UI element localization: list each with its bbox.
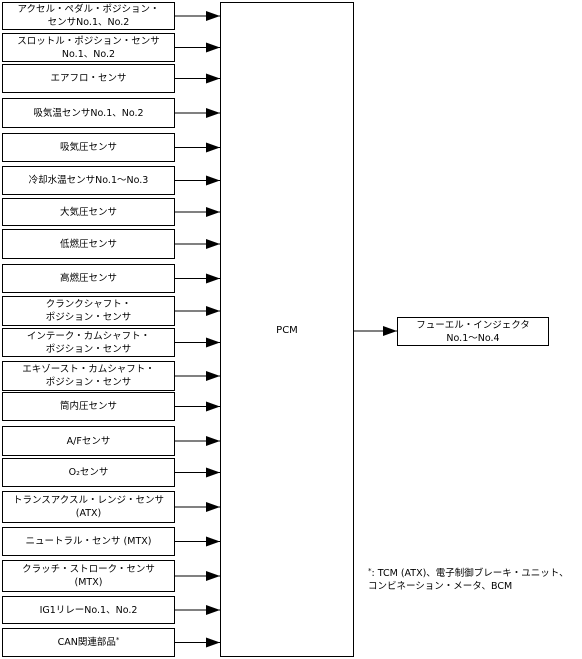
input-label: O₂センサ [68,467,109,478]
footnote-text: : TCM (ATX)、電子制御ブレーキ・ユニット、 コンビネーション・メータ、… [368,568,569,592]
input-box-4: 吸気温センサNo.1、No.2 [2,98,175,128]
input-label: トランスアクスル・レンジ・センサ (ATX) [12,495,165,519]
input-label: A/Fセンサ [66,435,111,447]
input-label: 低燃圧センサ [59,238,117,250]
input-box-2: スロットル・ポジション・センサ No.1、No.2 [2,33,175,62]
input-box-15: O₂センサ [2,458,175,487]
input-label: クラッチ・ストローク・センサ (MTX) [22,564,155,588]
input-label: CAN関連部品* [57,636,120,648]
input-box-20: CAN関連部品* [2,628,175,657]
input-box-14: A/Fセンサ [2,426,175,456]
input-box-1: アクセル・ペダル・ポジション・ センサNo.1、No.2 [2,2,175,30]
input-box-19: IG1リレーNo.1、No.2 [2,596,175,624]
pcm-block: PCM [220,2,354,657]
input-label: エキゾースト・カムシャフト・ ポジション・センサ [22,364,155,388]
input-label: インテーク・カムシャフト・ ポジション・センサ [26,330,151,355]
input-box-11: インテーク・カムシャフト・ ポジション・センサ [2,328,175,357]
input-label: 高燃圧センサ [59,273,117,284]
input-box-9: 高燃圧センサ [2,264,175,293]
input-label: 筒内圧センサ [59,401,117,412]
input-label: スロットル・ポジション・センサ No.1、No.2 [17,35,160,60]
input-box-10: クランクシャフト・ ポジション・センサ [2,296,175,326]
input-box-16: トランスアクスル・レンジ・センサ (ATX) [2,491,175,523]
input-box-6: 冷却水温センサNo.1〜No.3 [2,166,175,195]
footnote: *: TCM (ATX)、電子制御ブレーキ・ユニット、 コンビネーション・メータ… [368,567,580,593]
footnote-marker: * [368,567,372,575]
input-label: アクセル・ペダル・ポジション・ センサNo.1、No.2 [17,4,160,28]
input-label: エアフロ・センサ [50,73,127,84]
input-box-7: 大気圧センサ [2,198,175,226]
input-box-17: ニュートラル・センサ (MTX) [2,527,175,556]
input-label: クランクシャフト・ ポジション・センサ [45,299,132,323]
input-box-5: 吸気圧センサ [2,133,175,162]
input-box-13: 筒内圧センサ [2,392,175,421]
pcm-label: PCM [276,325,298,336]
input-box-18: クラッチ・ストローク・センサ (MTX) [2,560,175,592]
input-label: 吸気温センサNo.1、No.2 [33,107,144,119]
fuel-injector-box: フューエル・インジェクタ No.1〜No.4 [397,317,549,346]
input-box-12: エキゾースト・カムシャフト・ ポジション・センサ [2,361,175,391]
input-label: 大気圧センサ [59,206,117,218]
input-box-3: エアフロ・センサ [2,64,175,93]
input-label: 冷却水温センサNo.1〜No.3 [28,175,149,186]
can-marker: * [115,636,120,644]
input-label: IG1リレーNo.1、No.2 [39,604,138,616]
input-label: ニュートラル・センサ (MTX) [25,536,152,547]
input-box-8: 低燃圧センサ [2,229,175,259]
input-label: 吸気圧センサ [59,142,117,153]
